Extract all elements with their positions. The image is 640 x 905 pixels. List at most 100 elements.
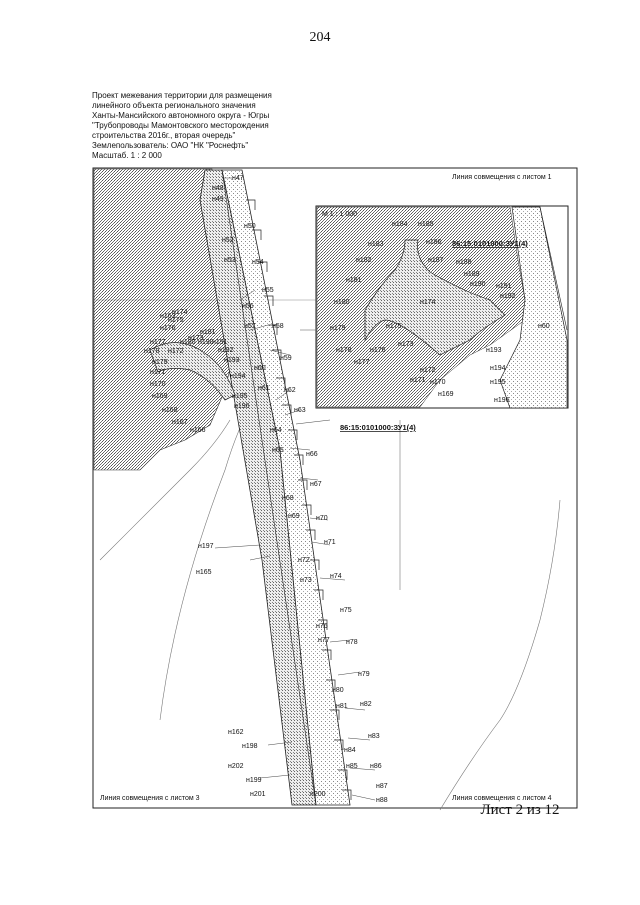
point-label: н191 bbox=[212, 339, 228, 346]
point-label: н47 bbox=[232, 175, 244, 182]
point-label: н68 bbox=[282, 495, 294, 502]
point-label: н58 bbox=[272, 323, 284, 330]
inset-edge bbox=[539, 206, 568, 331]
point-label: н70 bbox=[316, 515, 328, 522]
match-line-4-label: Линия совмещения с листом 4 bbox=[452, 795, 552, 802]
point-label: н54 bbox=[252, 259, 264, 266]
point-label: н199 bbox=[246, 777, 262, 784]
point-label: н50 bbox=[244, 223, 256, 230]
point-label: н162 bbox=[228, 729, 244, 736]
point-label: н49 bbox=[212, 196, 224, 203]
point-label: н190 bbox=[198, 339, 214, 346]
inset-point-label: н190 bbox=[470, 281, 486, 288]
match-line-3-label: Линия совмещения с листом 3 bbox=[100, 795, 200, 802]
point-label: н71 bbox=[324, 539, 336, 546]
notch-series bbox=[246, 199, 352, 800]
point-label: н175 bbox=[168, 317, 184, 324]
point-label: н82 bbox=[360, 701, 372, 708]
point-label: н193 bbox=[224, 357, 240, 364]
inset-parcel-label: 86:15:0101000:ЗУ1(4) bbox=[452, 239, 528, 248]
inset-point-label: н193 bbox=[486, 347, 502, 354]
point-label: н65 bbox=[272, 447, 284, 454]
point-label: н168 bbox=[162, 407, 178, 414]
point-label: н169 bbox=[152, 393, 168, 400]
inset-point-label: н185 bbox=[418, 221, 434, 228]
point-label: н177 bbox=[150, 339, 166, 346]
point-label: н198 bbox=[242, 743, 258, 750]
point-label: н181 bbox=[200, 329, 216, 336]
inset-scale: М 1 : 1 000 bbox=[322, 211, 357, 218]
match-line-1-label: Линия совмещения с листом 1 bbox=[452, 174, 552, 181]
point-label: н59 bbox=[280, 355, 292, 362]
inset-point-label: н176 bbox=[370, 347, 386, 354]
point-label: н55 bbox=[262, 287, 274, 294]
point-label: н81 bbox=[336, 703, 348, 710]
point-label: н62 bbox=[284, 387, 296, 394]
inset-point-label: н186 bbox=[426, 239, 442, 246]
inset-point-label: н179 bbox=[330, 325, 346, 332]
point-label: н166 bbox=[190, 427, 206, 434]
branch-area bbox=[149, 342, 236, 401]
point-label: н83 bbox=[368, 733, 380, 740]
centerline bbox=[221, 169, 317, 806]
parcel-strip bbox=[221, 169, 351, 806]
point-label: н87 bbox=[376, 783, 388, 790]
point-label: н163 bbox=[160, 313, 176, 320]
point-label: н75 bbox=[340, 607, 352, 614]
point-label: н194 bbox=[230, 373, 246, 380]
point-label: н179 bbox=[152, 359, 168, 366]
inset-point-label: н192 bbox=[500, 293, 516, 300]
inset-point-label: н180 bbox=[334, 299, 350, 306]
point-label: н80 bbox=[332, 687, 344, 694]
title-line: Проект межевания территории для размещен… bbox=[92, 91, 272, 100]
title-line: линейного объекта регионального значения bbox=[92, 101, 256, 110]
point-label: н78 bbox=[346, 639, 358, 646]
inset-point-label: н191 bbox=[496, 283, 512, 290]
point-label: н74 bbox=[330, 573, 342, 580]
point-label: н69 bbox=[288, 513, 300, 520]
point-label: н67 bbox=[310, 481, 322, 488]
point-label: н53 bbox=[224, 257, 236, 264]
point-label: н61 bbox=[258, 385, 270, 392]
map-frame bbox=[92, 167, 578, 809]
point-label: н73 bbox=[300, 577, 312, 584]
point-label: н176 bbox=[160, 325, 176, 332]
inset-point-label: н170 bbox=[430, 379, 446, 386]
inset-point-label: н177 bbox=[354, 359, 370, 366]
inset-point-label: н194 bbox=[490, 365, 506, 372]
inset-point-label: н173 bbox=[398, 341, 414, 348]
point-label: н201 bbox=[250, 791, 266, 798]
inset-point-label: н169 bbox=[438, 391, 454, 398]
inset-point-label: н174 bbox=[420, 299, 436, 306]
point-label: н167 bbox=[172, 419, 188, 426]
point-label: н63 bbox=[294, 407, 306, 414]
scale-line: Масштаб. 1 : 2 000 bbox=[92, 151, 162, 160]
inset-point-label: н178 bbox=[336, 347, 352, 354]
title-block: Проект межевания территории для размещен… bbox=[92, 91, 302, 161]
title-line: "Трубопроводы Мамонтовского месторождени… bbox=[92, 121, 269, 130]
point-label: н60 bbox=[254, 365, 266, 372]
inset-point-label: н172 bbox=[420, 367, 436, 374]
point-label: н84 bbox=[344, 747, 356, 754]
sheet-label: Лист 2 из 12 bbox=[480, 802, 560, 818]
inset-point-label: н187 bbox=[428, 257, 444, 264]
inset-point-label: н175 bbox=[386, 323, 402, 330]
page-number: 204 bbox=[309, 30, 331, 45]
inset-point-labels: н183 н184 н185 н186 н187 н188 н189 н190 … bbox=[330, 221, 550, 404]
point-label: н165 bbox=[196, 569, 212, 576]
point-label: н173 bbox=[188, 335, 204, 342]
inset-point-label: н196 bbox=[494, 397, 510, 404]
inset-point-label: н189 bbox=[464, 271, 480, 278]
point-label: н77 bbox=[318, 637, 330, 644]
point-label: н48 bbox=[212, 185, 224, 192]
point-label: н56 bbox=[242, 303, 254, 310]
inset-branch-area bbox=[364, 239, 506, 356]
inset-point-label: н60 bbox=[538, 323, 550, 330]
contour-line bbox=[439, 499, 561, 811]
point-labels: н47 н48 н49 н50 н52 н53 н54 н55 н56 н57 … bbox=[144, 175, 388, 804]
point-label: н174 bbox=[172, 309, 188, 316]
parcel-label: 86:15:0101000:ЗУ1(4) bbox=[340, 423, 416, 432]
point-label: н200 bbox=[310, 791, 326, 798]
point-label: н86 bbox=[370, 763, 382, 770]
